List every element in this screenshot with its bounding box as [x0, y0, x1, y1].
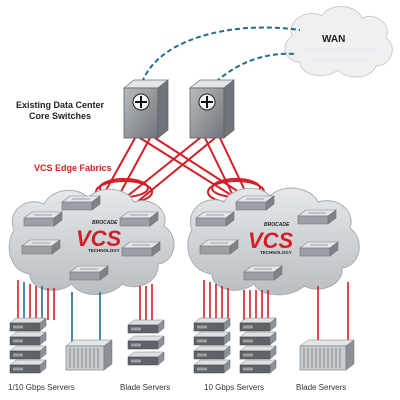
core-label-line2: Core Switches — [28, 111, 92, 121]
wan-link-left — [139, 26, 301, 91]
server-stack-1-10gbps — [9, 317, 47, 374]
wan-link-right — [215, 52, 297, 83]
core-switch-left — [123, 79, 169, 139]
server-label-1-10gbps: 1/10 Gbps Servers — [8, 383, 75, 392]
blade-chassis-left — [65, 339, 113, 371]
fabric-label: VCS Edge Fabrics — [34, 163, 112, 173]
server-stack-10gbps-a — [193, 317, 231, 374]
core-label-line1: Existing Data Center — [15, 100, 105, 110]
logo-name-left: VCS — [76, 226, 122, 251]
core-switch-right — [189, 79, 235, 139]
vcs-logo-right: BROCADE VCS TECHNOLOGY — [248, 222, 294, 255]
server-label-blade-left: Blade Servers — [120, 383, 171, 392]
logo-brand-left: BROCADE — [92, 220, 118, 226]
logo-sub-right: TECHNOLOGY — [260, 250, 292, 255]
server-links-right — [203, 280, 349, 342]
logo-name-right: VCS — [248, 228, 294, 253]
server-label-10gbps: 10 Gbps Servers — [204, 383, 265, 392]
logo-brand-right: BROCADE — [264, 222, 290, 228]
server-label-blade-right: Blade Servers — [296, 383, 347, 392]
logo-sub-left: TECHNOLOGY — [88, 248, 120, 253]
wan-label: WAN — [322, 34, 346, 45]
core-switches-label: Existing Data Center Core Switches — [0, 100, 120, 122]
server-stack-10gbps-b — [239, 317, 277, 374]
blade-chassis-right — [299, 339, 355, 371]
server-stack-blade-left — [127, 319, 165, 366]
vcs-logo-left: BROCADE VCS TECHNOLOGY — [76, 220, 122, 253]
server-links-left — [17, 280, 153, 342]
wan-cloud — [284, 6, 393, 78]
